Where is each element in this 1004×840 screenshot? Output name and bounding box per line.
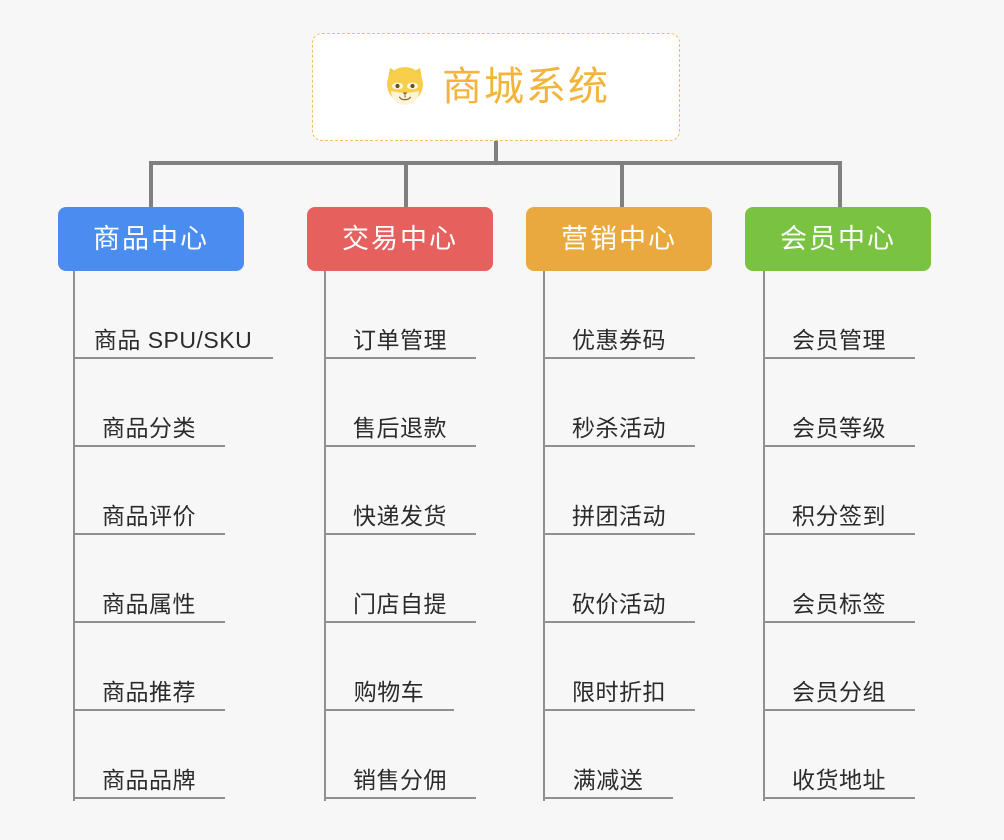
leaf-trunk: [543, 271, 545, 801]
list-item[interactable]: 拼团活动: [543, 447, 695, 535]
list-item[interactable]: 售后退款: [324, 359, 476, 447]
connector-drop-3: [620, 161, 624, 208]
list-item-label: 限时折扣: [572, 678, 666, 705]
connector-root-stem: [494, 141, 498, 164]
list-item-label: 门店自提: [353, 590, 447, 617]
list-item[interactable]: 会员分组: [763, 623, 915, 711]
list-item-label: 快递发货: [353, 502, 447, 529]
list-item-label: 会员标签: [792, 590, 886, 617]
category-header-member-center[interactable]: 会员中心: [745, 207, 931, 271]
list-item[interactable]: 商品品牌: [73, 711, 225, 799]
list-item[interactable]: 商品分类: [73, 359, 225, 447]
list-item-label: 商品评价: [102, 502, 196, 529]
list-item-label: 拼团活动: [572, 502, 666, 529]
list-item-label: 会员等级: [792, 414, 886, 441]
category-label: 交易中心: [342, 223, 458, 254]
leaf-trunk: [324, 271, 326, 801]
list-item[interactable]: 订单管理: [324, 271, 476, 359]
list-item-label: 订单管理: [353, 326, 447, 353]
category-label: 营销中心: [561, 223, 677, 254]
root-node[interactable]: 商城系统: [312, 33, 680, 141]
list-item-label: 商品品牌: [102, 766, 196, 793]
list-item-label: 购物车: [353, 678, 425, 705]
list-item-label: 满减送: [572, 766, 644, 793]
list-item-label: 积分签到: [792, 502, 886, 529]
list-item-label: 商品分类: [102, 414, 196, 441]
list-item[interactable]: 会员管理: [763, 271, 915, 359]
list-item-label: 销售分佣: [353, 766, 447, 793]
list-item-label: 售后退款: [353, 414, 447, 441]
list-item[interactable]: 销售分佣: [324, 711, 476, 799]
list-item-label: 会员分组: [792, 678, 886, 705]
category-header-marketing-center[interactable]: 营销中心: [526, 207, 712, 271]
list-item[interactable]: 商品评价: [73, 447, 225, 535]
list-item[interactable]: 商品 SPU/SKU: [73, 271, 273, 359]
category-header-product-center[interactable]: 商品中心: [58, 207, 244, 271]
list-item[interactable]: 优惠券码: [543, 271, 695, 359]
category-header-trade-center[interactable]: 交易中心: [307, 207, 493, 271]
leaf-trunk: [73, 271, 75, 801]
list-item[interactable]: 秒杀活动: [543, 359, 695, 447]
list-item-label: 秒杀活动: [572, 414, 666, 441]
connector-drop-4: [838, 161, 842, 208]
leaf-trunk: [763, 271, 765, 801]
list-item-label: 商品 SPU/SKU: [93, 326, 253, 353]
list-item[interactable]: 限时折扣: [543, 623, 695, 711]
list-item-label: 商品属性: [102, 590, 196, 617]
list-item-label: 收货地址: [792, 766, 886, 793]
list-item[interactable]: 会员等级: [763, 359, 915, 447]
list-item-label: 商品推荐: [102, 678, 196, 705]
connector-horizontal-bus: [149, 161, 842, 165]
list-item-label: 会员管理: [792, 326, 886, 353]
category-label: 商品中心: [93, 223, 209, 254]
list-item[interactable]: 砍价活动: [543, 535, 695, 623]
connector-drop-1: [149, 161, 153, 208]
list-item-label: 优惠券码: [572, 326, 666, 353]
shiba-dog-emoji: [382, 65, 428, 111]
list-item[interactable]: 会员标签: [763, 535, 915, 623]
list-item[interactable]: 收货地址: [763, 711, 915, 799]
category-label: 会员中心: [780, 223, 896, 254]
connector-drop-2: [404, 161, 408, 208]
list-item[interactable]: 快递发货: [324, 447, 476, 535]
list-item[interactable]: 商品推荐: [73, 623, 225, 711]
list-item-label: 砍价活动: [572, 590, 666, 617]
list-item[interactable]: 购物车: [324, 623, 454, 711]
root-title: 商城系统: [442, 65, 610, 109]
list-item[interactable]: 门店自提: [324, 535, 476, 623]
list-item[interactable]: 满减送: [543, 711, 673, 799]
list-item[interactable]: 积分签到: [763, 447, 915, 535]
list-item[interactable]: 商品属性: [73, 535, 225, 623]
